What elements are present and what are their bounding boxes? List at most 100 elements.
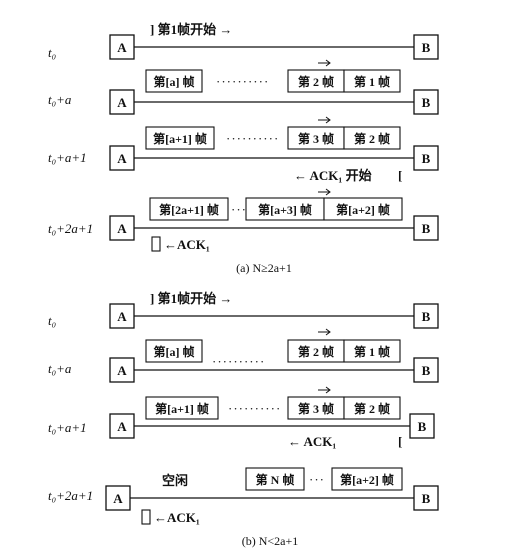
- frame-box: [145, 69, 203, 93]
- row-b1: t₀+a A B 第[a] 帧 ·········· 第 2 帧 第 1 帧: [48, 328, 439, 383]
- frame-label: 第[a] 帧: [154, 74, 195, 89]
- station-b-label: B: [422, 151, 431, 166]
- station-b: [413, 34, 439, 60]
- time-label: t₀: [48, 45, 56, 60]
- frame-box: [343, 126, 401, 150]
- frame-label: 第[2a+1] 帧: [159, 202, 219, 217]
- ack-marker: [151, 236, 161, 252]
- station-a-label: A: [117, 221, 127, 236]
- station-b-label: B: [422, 40, 431, 55]
- row-b3: t₀+2a+1 A B 空闲 第 N 帧 ··· 第[a+2] 帧 ←ACK₁: [48, 467, 439, 525]
- station-b-label: B: [422, 95, 431, 110]
- station-b: [413, 89, 439, 115]
- frame-label: 第[a+1] 帧: [155, 401, 209, 416]
- station-b-label: B: [422, 363, 431, 378]
- station-b-label: B: [422, 309, 431, 324]
- row-a2: t₀+a+1 A B 第[a+1] 帧 ·········· 第 3 帧 第 2…: [48, 116, 439, 183]
- time-label: t₀: [48, 313, 56, 328]
- station-b: [409, 413, 435, 439]
- first-frame-start-label: ] 第1帧开始 →: [150, 22, 232, 37]
- caption-b: (b) N<2a+1: [242, 534, 299, 548]
- station-b: [413, 303, 439, 329]
- ack-label: ← ACK₁: [288, 434, 336, 449]
- frame-box: [343, 339, 401, 363]
- frame-label: 第 N 帧: [256, 472, 295, 487]
- direction-arrow: [318, 188, 331, 196]
- station-a-label: A: [113, 491, 123, 506]
- station-a: [109, 145, 135, 171]
- station-a: [109, 34, 135, 60]
- frame-label: 第 2 帧: [298, 344, 334, 359]
- frame-label: 第 2 帧: [298, 74, 334, 89]
- station-b: [413, 485, 439, 511]
- row-a0: ] 第1帧开始 → t₀ A B: [48, 22, 439, 60]
- frame-box: [145, 396, 219, 420]
- frame-box: [343, 396, 401, 420]
- station-b: [413, 357, 439, 383]
- ack-label: ←ACK₁: [154, 510, 200, 525]
- frame-label: 第[a+2] 帧: [336, 202, 390, 217]
- station-a-label: A: [117, 419, 127, 434]
- direction-arrow: [318, 59, 331, 67]
- frame-box: [145, 339, 203, 363]
- frame-label: 第 2 帧: [354, 131, 390, 146]
- station-b-label: B: [422, 491, 431, 506]
- direction-arrow: [318, 328, 331, 336]
- ellipsis: ··········: [226, 131, 279, 146]
- station-b: [413, 215, 439, 241]
- station-b-label: B: [422, 221, 431, 236]
- time-label: t₀+a: [48, 361, 72, 376]
- frame-label: 第 3 帧: [298, 401, 334, 416]
- station-b: [413, 145, 439, 171]
- time-label: t₀+2a+1: [48, 221, 93, 236]
- time-label: t₀+a+1: [48, 420, 87, 435]
- frame-label: 第 1 帧: [354, 344, 390, 359]
- station-b-label: B: [418, 419, 427, 434]
- row-b2: t₀+a+1 A B 第[a+1] 帧 ·········· 第 3 帧 第 2…: [48, 386, 435, 449]
- ellipsis: ··········: [216, 74, 269, 89]
- frame-label: 第 3 帧: [298, 131, 334, 146]
- row-a1: t₀+a A B 第[a] 帧 ·········· 第 2 帧 第 1 帧: [48, 59, 439, 115]
- ack-bracket: [: [398, 434, 402, 449]
- station-a-label: A: [117, 95, 127, 110]
- caption-a: (a) N≥2a+1: [236, 261, 292, 275]
- station-a-label: A: [117, 40, 127, 55]
- ack-marker: [141, 509, 151, 525]
- between-ellipsis: ···: [231, 202, 247, 217]
- frame-box: [343, 69, 401, 93]
- time-label: t₀+a+1: [48, 150, 87, 165]
- station-a: [109, 357, 135, 383]
- direction-arrow: [318, 386, 331, 394]
- ellipsis: ··········: [228, 401, 281, 416]
- time-label: t₀+2a+1: [48, 488, 93, 503]
- ack-bracket: [: [398, 168, 402, 183]
- station-a: [105, 485, 131, 511]
- idle-label: 空闲: [162, 473, 188, 488]
- frame-box: [145, 126, 215, 150]
- station-a-label: A: [117, 309, 127, 324]
- ack-label: ←ACK₁: [164, 237, 210, 252]
- first-frame-start-label: ] 第1帧开始 →: [150, 291, 232, 306]
- frame-label: 第 1 帧: [354, 74, 390, 89]
- row-a3: t₀+2a+1 A B 第[2a+1] 帧 ··· 第[a+3] 帧 第[a+2…: [48, 188, 439, 252]
- frame-label: 第[a+1] 帧: [153, 131, 207, 146]
- frame-box: [323, 197, 403, 221]
- frame-label: 第[a+3] 帧: [258, 202, 312, 217]
- frame-box: [245, 467, 305, 491]
- between-ellipsis: ···: [309, 472, 325, 487]
- station-a: [109, 413, 135, 439]
- frame-label: 第[a] 帧: [154, 344, 195, 359]
- frame-box: [149, 197, 229, 221]
- station-a: [109, 89, 135, 115]
- ellipsis: ··········: [212, 354, 265, 369]
- ack-start-label: ← ACK₁ 开始: [294, 168, 372, 183]
- direction-arrow: [318, 116, 331, 124]
- frame-label: 第[a+2] 帧: [340, 472, 394, 487]
- station-a-label: A: [117, 151, 127, 166]
- panel-b: ] 第1帧开始 → t₀ A B t₀+a A B 第[a] 帧 ·······…: [48, 291, 439, 548]
- row-b0: ] 第1帧开始 → t₀ A B: [48, 291, 439, 329]
- panel-a: ] 第1帧开始 → t₀ A B t₀+a A B 第[a] 帧 ·······…: [48, 22, 439, 275]
- time-label: t₀+a: [48, 92, 72, 107]
- station-a-label: A: [117, 363, 127, 378]
